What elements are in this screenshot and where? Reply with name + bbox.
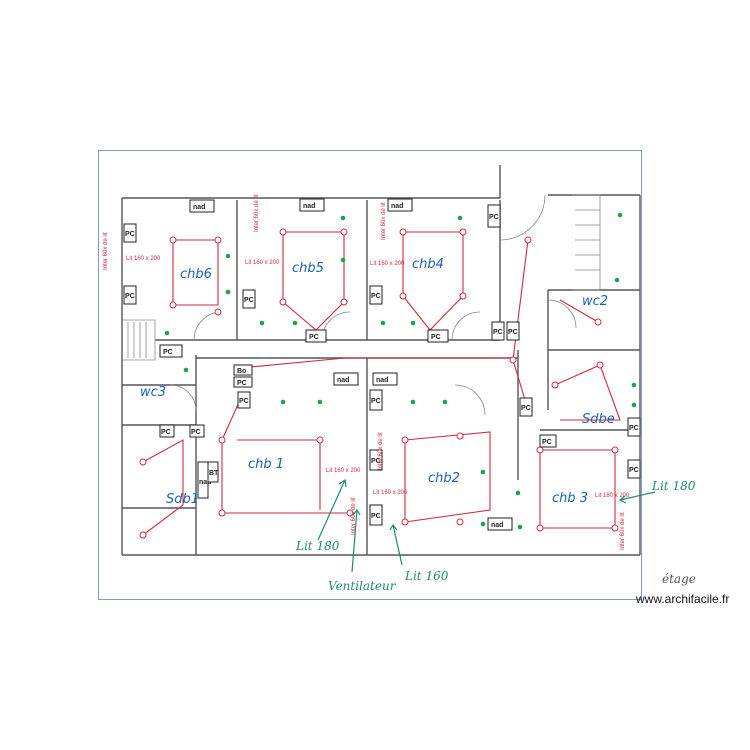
pc-label: PC [309, 334, 319, 341]
annotation-ventilateur: Ventilateur [328, 579, 397, 593]
room-wc2: wc2 [582, 294, 608, 309]
room-sdb1: Sdb1 [166, 492, 199, 507]
annotation-lit160: Lit 160 [404, 569, 449, 583]
bt-label: BT [209, 470, 219, 477]
nad-label: nad [193, 204, 205, 211]
bed-notes: Lit 160 x 200 Lit 160 x 200 Lit 160 x 20… [103, 194, 630, 550]
room-chb6: chb6 [180, 267, 212, 282]
note-lit160: Lit 160 x 200 [126, 256, 161, 262]
note-inter: Inter 60x de lit [103, 232, 109, 270]
room-chb3: chb 3 [552, 491, 588, 506]
room-chb2: chb2 [428, 471, 460, 486]
pc-label: PC [629, 467, 639, 474]
nad-label: nad [491, 522, 503, 529]
note-inter: Inter 60x de lit [378, 432, 384, 470]
pc-label: PC [161, 429, 171, 436]
note-lit180: Lit 180 x 200 [595, 493, 630, 499]
watermark: www.archifacile.fr [636, 592, 730, 606]
room-wc3: wc3 [140, 385, 166, 400]
note-lit160: Lit 160 x 200 [370, 261, 405, 267]
nad-label: nad [376, 377, 388, 384]
furniture-labels: nad nad nad nad nad nad PC PC PC PC PC P… [123, 198, 641, 531]
pc-label: PC [489, 214, 499, 221]
handwritten-annotations: Lit 180 Ventilateur Lit 160 Lit 180 étag… [295, 478, 696, 593]
note-lit160: Lit 160 x 200 [373, 490, 408, 496]
bo-label: Bo [237, 368, 246, 375]
nad-label: nad [199, 479, 211, 486]
pc-label: PC [125, 231, 135, 238]
note-lit160: Lit 160 x 200 [245, 260, 280, 266]
note-inter: Inter 60x de lit [351, 497, 357, 535]
pc-label: PC [163, 349, 173, 356]
light-fixtures [164, 212, 637, 530]
pc-label: PC [244, 297, 254, 304]
pc-label: PC [521, 405, 531, 412]
room-sdbe: Sdbe [582, 412, 615, 427]
room-chb1: chb 1 [248, 457, 284, 472]
walls [121, 165, 641, 556]
note-inter: Inter 60x de lit [620, 512, 626, 550]
pc-label: PC [371, 458, 381, 465]
pc-label: PC [493, 329, 503, 336]
annotation-etage: étage [662, 572, 696, 586]
note-inter: Inter 60x de lit [381, 202, 387, 240]
pc-label: PC [371, 513, 381, 520]
plan-frame [98, 150, 642, 600]
room-chb4: chb4 [412, 257, 444, 272]
nad-label: nad [391, 203, 403, 210]
pc-label: PC [542, 439, 552, 446]
pc-label: PC [125, 293, 135, 300]
annotation-lit180-right: Lit 180 [651, 479, 696, 493]
pc-label: PC [371, 293, 381, 300]
pc-label: PC [371, 398, 381, 405]
annotation-lit180: Lit 180 [295, 539, 340, 553]
pc-label: PC [629, 425, 639, 432]
pc-label: PC [508, 329, 518, 336]
pc-label: PC [239, 398, 249, 405]
note-inter: Inter 60x de lit [254, 194, 260, 232]
nad-label: nad [303, 203, 315, 210]
pc-label: PC [191, 429, 201, 436]
note-lit160: Lit 160 x 200 [326, 468, 361, 474]
nad-label: nad [337, 377, 349, 384]
pc-label: PC [431, 334, 441, 341]
room-labels: chb6 chb5 chb4 wc2 wc3 chb 1 chb2 Sdbe S… [140, 257, 615, 507]
room-chb5: chb5 [292, 261, 324, 276]
pc-label: PC [237, 380, 247, 387]
